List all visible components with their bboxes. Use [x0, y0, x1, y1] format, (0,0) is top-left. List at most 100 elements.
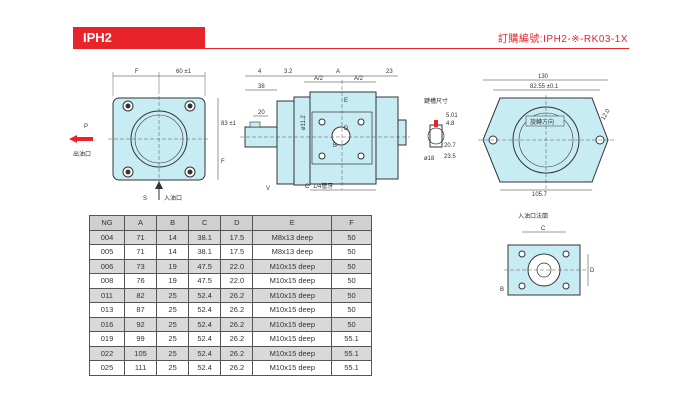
table-cell: 22.0 [220, 273, 254, 289]
side-dim-4: 4 [258, 69, 262, 75]
key-detail: 鍵槽尺寸 5.01 4.8 20.7 23.5 ø18 [424, 97, 458, 162]
table-cell: 50 [331, 258, 372, 274]
spec-table-header-row: NG A B C D E F [89, 215, 372, 231]
front-dim-83: 83 ±1 [221, 121, 237, 127]
table-cell: M10x15 deep [252, 331, 333, 347]
end-side-tag: 12.0 [601, 108, 612, 122]
front-dim-f-right: F [221, 159, 225, 165]
key-title: 鍵槽尺寸 [424, 97, 448, 105]
table-cell: 92 [123, 316, 158, 332]
table-cell: 17.5 [220, 229, 254, 245]
table-cell: 71 [123, 244, 158, 260]
table-cell: M10x15 deep [252, 287, 333, 303]
table-cell: 50 [331, 273, 372, 289]
table-cell: 25 [156, 345, 190, 361]
side-label-e: E [344, 98, 348, 104]
key-phi: ø18 [424, 156, 435, 162]
table-cell: 82 [123, 287, 158, 303]
spec-header-b: B [156, 215, 190, 231]
end-dim-82: 82.55 ±0.1 [530, 84, 559, 90]
front-inlet-label: 入油口 [164, 194, 182, 202]
table-cell: M8x13 deep [252, 229, 333, 245]
table-cell: 50 [331, 302, 372, 318]
table-cell: 016 [89, 316, 125, 332]
table-cell: 19 [156, 273, 190, 289]
end-rotation: 旋轉方向 [530, 118, 554, 126]
table-cell: 26.2 [220, 345, 254, 361]
table-cell: M10x15 deep [252, 345, 333, 361]
table-cell: 50 [331, 316, 372, 332]
table-cell: M8x13 deep [252, 244, 333, 260]
table-cell: 50 [331, 287, 372, 303]
table-cell: 14 [156, 229, 190, 245]
table-cell: M10x15 deep [252, 360, 333, 376]
table-cell: 111 [123, 360, 158, 376]
table-cell: 38.1 [188, 229, 222, 245]
side-bottom-c: C [305, 184, 310, 190]
front-arrow-p: P [84, 124, 88, 130]
end-view: 旋轉方向 130 82.55 ±0.1 105.7 12.0 [478, 74, 615, 198]
side-dim-38: 38 [258, 84, 265, 90]
front-arrow-s: S [143, 196, 147, 202]
side-label-d: D [344, 126, 349, 132]
table-cell: 105 [123, 345, 158, 361]
spec-header-d: D [220, 215, 254, 231]
key-d4: 23.5 [444, 154, 456, 160]
table-cell: 76 [123, 273, 158, 289]
table-cell: 71 [123, 229, 158, 245]
table-cell: M10x15 deep [252, 258, 333, 274]
table-cell: 006 [89, 258, 125, 274]
table-cell: 25 [156, 360, 190, 376]
model-header: IPH2 [73, 27, 205, 49]
front-dim-60: 60 ±1 [176, 69, 192, 75]
table-cell: 022 [89, 345, 125, 361]
table-cell: 52.4 [188, 302, 222, 318]
side-bottom-note: 1/4管牙 [313, 182, 333, 190]
key-d3: 20.7 [444, 143, 456, 149]
side-dim-a: A [336, 69, 340, 75]
table-cell: 005 [89, 244, 125, 260]
table-cell: 25 [156, 316, 190, 332]
spec-header-c: C [188, 215, 222, 231]
side-dim-20: 20 [258, 110, 265, 116]
side-dim-23: 23 [386, 69, 393, 75]
table-cell: M10x15 deep [252, 273, 333, 289]
port-flange: 入油口法蘭 C D B [500, 212, 595, 296]
table-cell: 004 [89, 229, 125, 245]
side-dim-a2-left: A/2 [314, 76, 324, 82]
side-label-b: B [333, 143, 337, 149]
spec-header-f: F [331, 215, 372, 231]
table-cell: 26.2 [220, 302, 254, 318]
table-cell: 38.1 [188, 244, 222, 260]
table-cell: 013 [89, 302, 125, 318]
table-cell: 52.4 [188, 331, 222, 347]
table-cell: 26.2 [220, 331, 254, 347]
side-dim-a2-right: A/2 [354, 76, 364, 82]
side-phi: ø11.2 [301, 114, 307, 130]
table-cell: 22.0 [220, 258, 254, 274]
header-rule [73, 48, 629, 49]
front-view: F 60 ±1 83 ±1 F P 出油口 S 入油口 [69, 69, 237, 202]
table-cell: 26.2 [220, 360, 254, 376]
side-view: 4 3.2 A 23 A/2 A/2 38 20 E D B ø11.2 V C… [240, 69, 410, 192]
table-cell: 99 [123, 331, 158, 347]
table-cell: 26.2 [220, 316, 254, 332]
table-cell: 55.1 [331, 345, 372, 361]
table-cell: 25 [156, 287, 190, 303]
table-cell: 25 [156, 302, 190, 318]
table-cell: 73 [123, 258, 158, 274]
side-label-v: V [266, 186, 270, 192]
spec-header-ng: NG [89, 215, 125, 231]
table-cell: 47.5 [188, 273, 222, 289]
